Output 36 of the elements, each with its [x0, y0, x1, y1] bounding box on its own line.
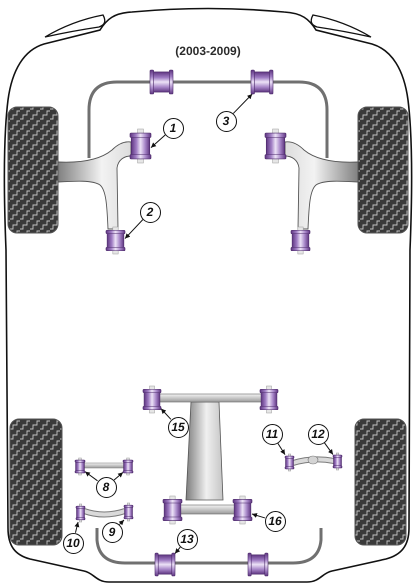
callout-number: 16	[264, 510, 286, 532]
leader-line	[252, 513, 266, 518]
bushing	[106, 227, 125, 254]
leader-line	[150, 134, 166, 148]
bushing	[75, 458, 85, 475]
bushing	[333, 453, 342, 470]
leader-line	[113, 472, 124, 481]
callout-number: 15	[168, 416, 188, 438]
leader-line	[74, 522, 80, 534]
leader-line	[324, 442, 334, 456]
bushing	[124, 503, 133, 521]
callout-number: 3	[216, 110, 236, 132]
callout-number: 10	[62, 532, 84, 554]
callout-number: 13	[176, 528, 198, 550]
bushing	[251, 70, 273, 94]
leader-line	[277, 442, 286, 456]
bushing	[155, 553, 175, 576]
leader-line	[232, 94, 253, 114]
callout-number: 2	[140, 202, 160, 222]
leader-line	[174, 546, 181, 554]
bushing	[143, 386, 161, 413]
callout-number: 12	[308, 424, 328, 444]
callout-number: 8	[96, 476, 116, 498]
callout-number: 11	[262, 424, 282, 444]
leader-line	[118, 520, 124, 526]
title-text: (2003-2009)	[175, 44, 241, 58]
bushing	[285, 454, 294, 471]
bushing	[76, 504, 85, 522]
leader-line	[124, 219, 144, 240]
bushing	[130, 129, 151, 163]
callout-number: 1	[162, 118, 184, 138]
bushing	[123, 458, 133, 475]
bushing	[233, 496, 252, 524]
callout-number: 9	[102, 522, 122, 542]
leader-line	[84, 471, 98, 482]
leader-line	[160, 408, 172, 420]
